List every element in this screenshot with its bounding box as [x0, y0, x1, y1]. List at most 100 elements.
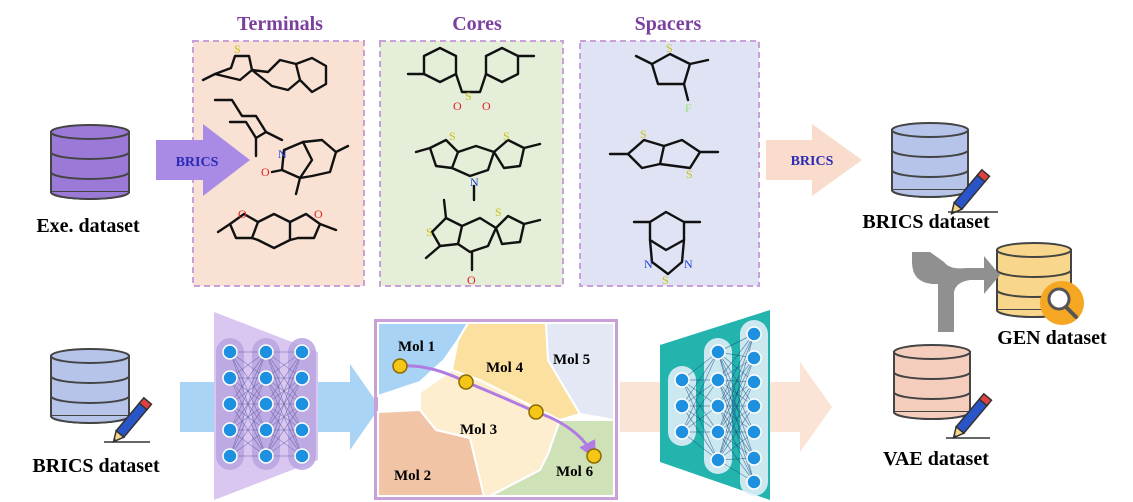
network-node — [746, 450, 762, 466]
network-node — [746, 474, 762, 490]
encoder-network — [214, 312, 318, 500]
atom-s-label: S — [640, 127, 647, 141]
exe-database-icon — [50, 124, 130, 200]
terminal-molecule-2 — [213, 98, 350, 196]
network-node — [258, 370, 274, 386]
molecule-sketches — [201, 46, 720, 276]
mol-3-label: Mol 3 — [460, 422, 497, 438]
atom-s-label: S — [503, 129, 510, 143]
network-node — [746, 374, 762, 390]
brics-dataset-bottom-label: BRICS dataset — [32, 455, 160, 477]
cores-title: Cores — [452, 13, 502, 35]
decoder-input-arrow — [620, 362, 832, 452]
atom-o-label: O — [467, 273, 476, 287]
network-node — [222, 422, 238, 438]
network-node — [222, 344, 238, 360]
network-node — [222, 396, 238, 412]
atom-f-label: F — [685, 101, 692, 115]
terminals-title: Terminals — [237, 13, 323, 35]
network-node — [746, 398, 762, 414]
atom-o-label: O — [261, 165, 270, 179]
core-molecule-3 — [424, 198, 542, 272]
atom-s-label: S — [465, 89, 472, 103]
spacer-molecule-2 — [608, 138, 720, 170]
network-node — [294, 396, 310, 412]
spacers-title: Spacers — [635, 13, 702, 35]
latent-point — [392, 358, 408, 374]
atom-o-label: O — [238, 207, 247, 221]
mol-6-label: Mol 6 — [556, 464, 594, 480]
brics-arrow-left-label: BRICS — [176, 155, 219, 170]
gen-dataset-label: GEN dataset — [997, 327, 1107, 349]
atom-s-label: S — [495, 205, 502, 219]
terminal-molecule-1 — [201, 54, 328, 94]
decoder-network — [660, 310, 770, 500]
atom-o-label: O — [314, 207, 323, 221]
network-node — [294, 344, 310, 360]
network-node — [222, 370, 238, 386]
vae-database-icon — [893, 344, 971, 420]
network-node — [294, 448, 310, 464]
latent-point — [528, 404, 544, 420]
brics-arrow-right: BRICS — [766, 124, 862, 196]
network-node — [710, 344, 726, 360]
atom-n-label: N — [684, 257, 693, 271]
core-molecule-2 — [414, 138, 542, 202]
network-node — [258, 396, 274, 412]
network-node — [674, 372, 690, 388]
atom-s-label: S — [234, 42, 241, 56]
brics-database-icon — [891, 122, 969, 198]
network-node — [294, 370, 310, 386]
latent-point — [586, 448, 602, 464]
network-node — [674, 398, 690, 414]
network-node — [710, 452, 726, 468]
brics-arrow-left: BRICS — [156, 124, 250, 196]
atom-o-label: O — [482, 99, 491, 113]
network-node — [258, 422, 274, 438]
atom-labels: S N O O O S O O S S N S S O S F S S N N … — [234, 41, 693, 287]
atom-n-label: N — [644, 257, 653, 271]
network-node — [294, 422, 310, 438]
brics-database-icon — [50, 348, 130, 424]
atom-s-label: S — [662, 273, 669, 287]
atom-s-label: S — [449, 129, 456, 143]
atom-n-label: N — [278, 147, 287, 161]
pencil-icon — [952, 392, 993, 439]
pencil-icon — [112, 396, 153, 443]
spacer-molecule-3 — [632, 210, 702, 276]
atom-s-label: S — [686, 167, 693, 181]
spacer-molecule-1 — [634, 52, 710, 102]
brics-arrow-right-label: BRICS — [791, 154, 834, 169]
mol-5-label: Mol 5 — [553, 352, 590, 368]
vae-dataset-label: VAE dataset — [883, 448, 989, 470]
network-node — [746, 424, 762, 440]
spacers-panel: Spacers — [579, 13, 760, 287]
network-node — [258, 344, 274, 360]
mol-4-label: Mol 4 — [486, 360, 524, 376]
pencil-icon — [950, 168, 991, 215]
exe-dataset-label: Exe. dataset — [36, 215, 140, 237]
latent-point — [458, 374, 474, 390]
mol-1-label: Mol 1 — [398, 339, 435, 355]
network-node — [258, 448, 274, 464]
brics-dataset-top-label: BRICS dataset — [862, 211, 990, 233]
mol-2-label: Mol 2 — [394, 468, 431, 484]
atom-o-label: O — [453, 99, 462, 113]
network-node — [710, 424, 726, 440]
latent-space-map: Mol 1 Mol 2 Mol 3 Mol 4 Mol 5 Mol 6 — [374, 319, 618, 500]
cores-panel: Cores — [379, 13, 564, 287]
network-node — [710, 372, 726, 388]
network-node — [746, 326, 762, 342]
atom-s-label: S — [426, 225, 433, 239]
network-node — [710, 398, 726, 414]
atom-s-label: S — [666, 41, 673, 55]
terminal-molecule-3 — [216, 212, 338, 250]
core-molecule-1 — [406, 46, 536, 94]
encoder-input-arrow — [180, 364, 380, 450]
network-node — [746, 350, 762, 366]
atom-n-label: N — [470, 175, 479, 189]
network-node — [674, 424, 690, 440]
network-node — [222, 448, 238, 464]
merge-arrow — [912, 252, 1000, 332]
